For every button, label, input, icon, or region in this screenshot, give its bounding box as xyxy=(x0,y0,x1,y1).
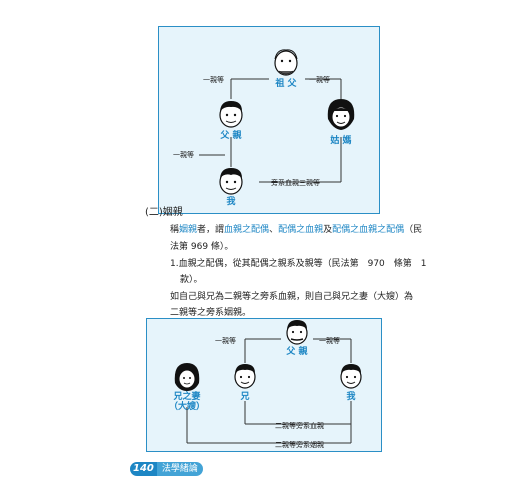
relation-inlaw: 二親等旁系姻親 xyxy=(275,440,324,449)
brother-face-icon xyxy=(234,364,256,389)
section-heading: (二)姻親 xyxy=(145,207,183,218)
example-line-1: 如自己與兄為二親等之旁系血親，則自己與兄之妻（大嫂）為 xyxy=(170,292,414,302)
father-face-icon xyxy=(219,101,243,128)
item1-line-1: 1.血親之配偶，從其配偶之親系及親等（民法第 970 條第 1 xyxy=(170,259,427,269)
intro-line-1: 稱姻親者，謂血親之配偶、配偶之血親及配偶之血親之配偶（民 xyxy=(170,225,423,235)
kinship-diagram-inlaw: 父 親 兄 我 兄之妻 （大嫂） 一親等 一親等 二親等旁系血親 二親等旁系姻親 xyxy=(146,318,382,452)
sister-in-law-sublabel: （大嫂） xyxy=(169,400,205,412)
me-label: 我 xyxy=(346,390,355,402)
relation-father-me: 一親等 xyxy=(319,336,340,345)
relation-grandfather-father: 一親等 xyxy=(203,75,224,84)
aunt-label: 姑 媽 xyxy=(330,134,351,146)
aunt-face-icon xyxy=(327,99,355,130)
grandfather-label: 祖 父 xyxy=(274,77,297,89)
relation-father-me: 一親等 xyxy=(173,150,194,159)
father-face-icon xyxy=(286,320,308,345)
me-face-icon xyxy=(340,364,362,389)
item1-line-2: 款）。 xyxy=(180,275,203,285)
relation-me-aunt: 旁系血親三親等 xyxy=(271,178,320,187)
page-footer: 140 法學緒論 xyxy=(130,461,203,477)
sister-in-law-face-icon xyxy=(174,363,200,391)
sister-in-law-label: 兄之妻 xyxy=(172,390,200,402)
kinship-diagram-blood: 祖 父 父 親 姑 媽 我 一親等 一親等 一親等 旁系血親三親等 xyxy=(158,26,380,214)
kinship-diagram-1-svg: 祖 父 父 親 姑 媽 我 一親等 一親等 一親等 旁系血親三親等 xyxy=(173,49,355,207)
father-label: 父 親 xyxy=(219,129,241,141)
page-number: 140 xyxy=(130,462,157,476)
brother-label: 兄 xyxy=(239,391,249,402)
example-line-2: 二親等之旁系姻親。 xyxy=(170,308,252,318)
me-label: 我 xyxy=(226,195,235,207)
relation-father-brother: 一親等 xyxy=(215,336,236,345)
kinship-diagram-2-svg: 父 親 兄 我 兄之妻 （大嫂） 一親等 一親等 二親等旁系血親 二親等旁系姻親 xyxy=(169,320,362,449)
me-face-icon xyxy=(219,168,243,195)
father-label: 父 親 xyxy=(285,345,307,357)
intro-line-2: 法第 969 條）。 xyxy=(170,242,234,252)
relation-grandfather-aunt: 一親等 xyxy=(309,75,330,84)
relation-blood: 二親等旁系血親 xyxy=(275,421,324,430)
grandfather-face-icon xyxy=(274,49,298,76)
book-title: 法學緒論 xyxy=(156,462,203,476)
